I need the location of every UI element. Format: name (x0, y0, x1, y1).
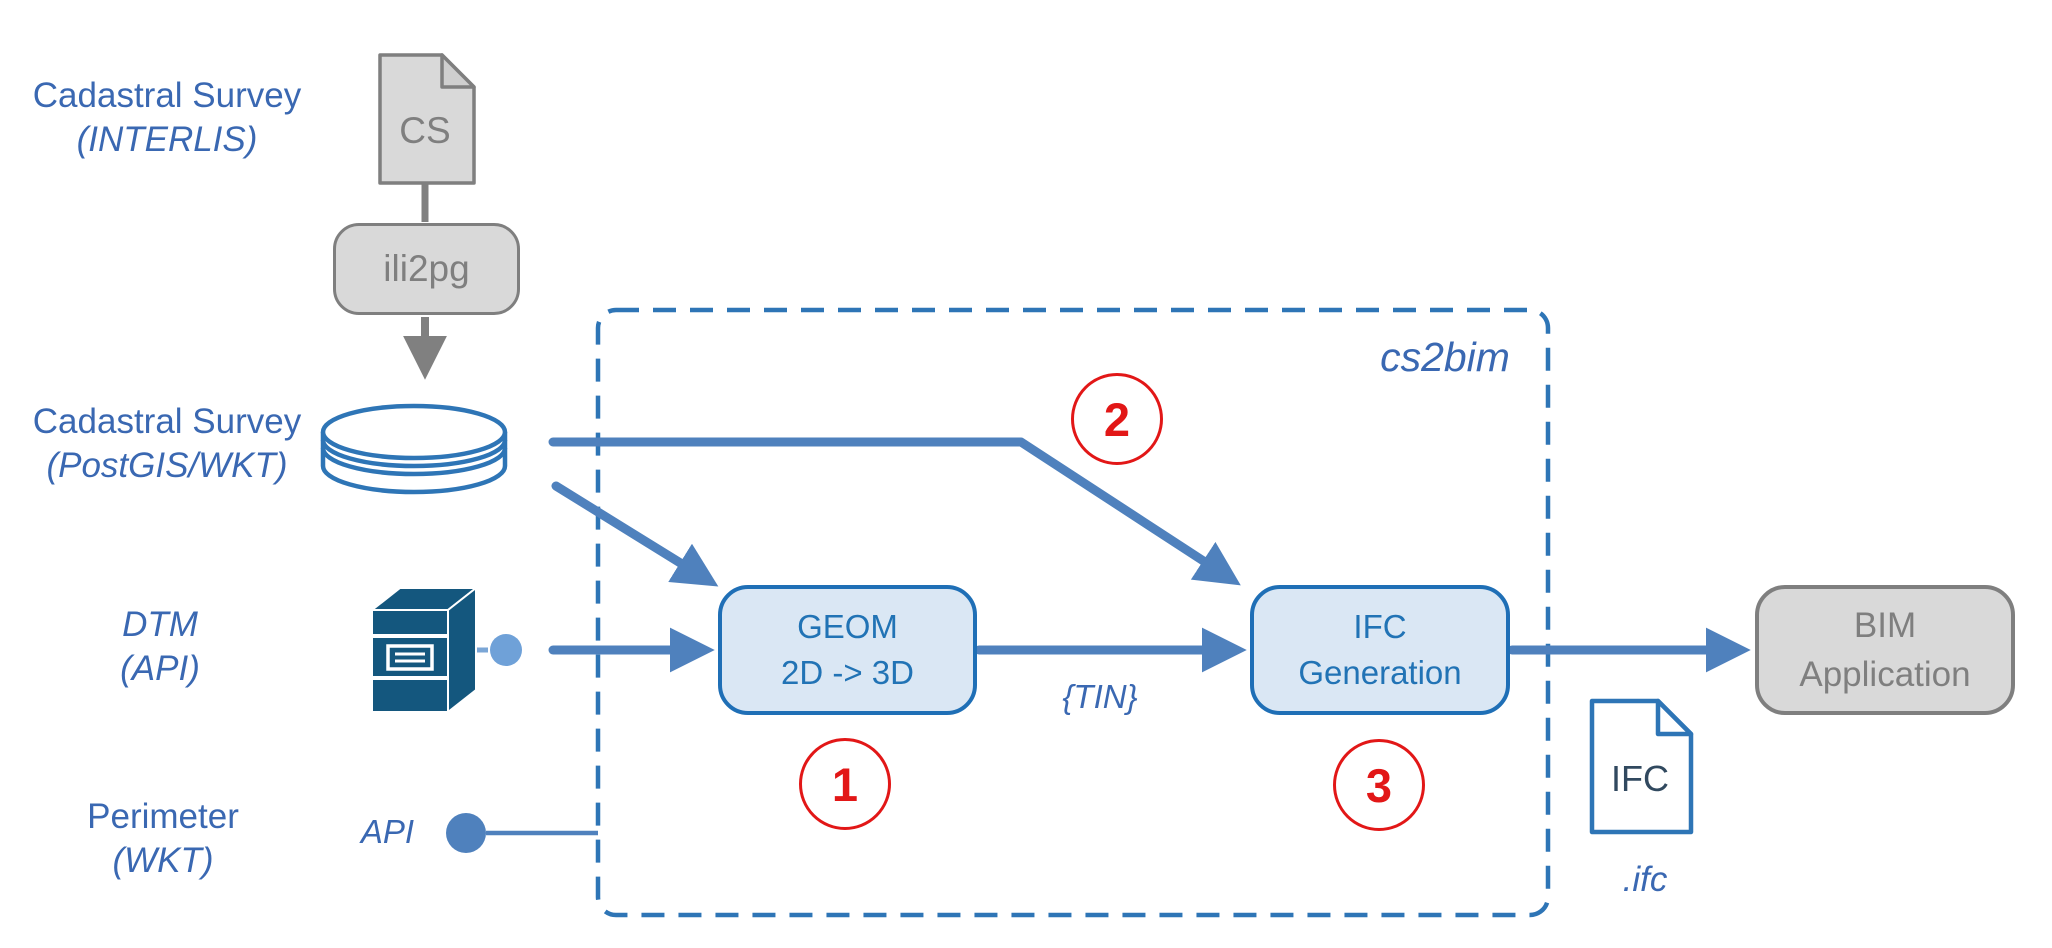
edge-db-to-geom-arrow (551, 481, 719, 587)
node-label-line: IFC (1353, 607, 1407, 645)
cs2bim-container-title: cs2bim (1380, 334, 1510, 380)
node-label-line: BIM (1853, 606, 1917, 645)
label-dtm-api: DTM (API) (60, 603, 260, 691)
node-ifc-generation: IFC Generation (1250, 585, 1510, 715)
label-cadastral-survey-interlis: Cadastral Survey (INTERLIS) (27, 74, 307, 162)
label-line: Cadastral Survey (32, 402, 302, 441)
node-ili2pg: ili2pg (333, 223, 520, 315)
cs2bim-container-border (595, 307, 1551, 918)
step-number: 3 (1365, 758, 1393, 812)
edge-label-tin: {TIN} (1062, 678, 1138, 715)
label-line: Perimeter (87, 797, 239, 836)
label-line: Cadastral Survey (32, 76, 302, 115)
step-badge-3: 3 (1333, 739, 1425, 831)
label-line-format: (PostGIS/WKT) (46, 446, 288, 486)
label-line: DTM (122, 605, 198, 644)
node-label: ili2pg (383, 248, 470, 289)
node-label-line: Generation (1298, 654, 1462, 691)
edge-db-to-ifcgen-arrow (548, 437, 1241, 586)
ifc-document-label: IFC (1611, 758, 1669, 799)
server-connector-dot-icon (490, 634, 522, 666)
ifc-document-icon (1589, 698, 1694, 835)
label-line-format: (INTERLIS) (76, 120, 258, 160)
node-label-line: GEOM (797, 607, 898, 645)
label-api-connector: API (360, 813, 415, 850)
label-line-format: (API) (120, 649, 200, 689)
label-ifc-file-extension: .ifc (1622, 860, 1668, 899)
step-badge-2: 2 (1071, 373, 1163, 465)
cs-document-icon (378, 53, 476, 185)
node-label-line: Application (1799, 655, 1971, 694)
step-badge-1: 1 (799, 738, 891, 830)
label-cadastral-survey-postgis: Cadastral Survey (PostGIS/WKT) (27, 400, 307, 488)
database-icon (320, 403, 508, 495)
cs-document-label: CS (399, 110, 451, 151)
step-number: 1 (831, 757, 859, 811)
node-bim-application: BIM Application (1755, 585, 2015, 715)
step-number: 2 (1103, 392, 1131, 446)
label-line-format: (WKT) (112, 841, 214, 881)
label-perimeter-wkt: Perimeter (WKT) (43, 795, 283, 883)
api-dot-icon (446, 813, 486, 853)
server-icon (369, 585, 479, 715)
node-geom-2d-3d: GEOM 2D -> 3D (718, 585, 977, 715)
node-label-line: 2D -> 3D (781, 654, 914, 691)
